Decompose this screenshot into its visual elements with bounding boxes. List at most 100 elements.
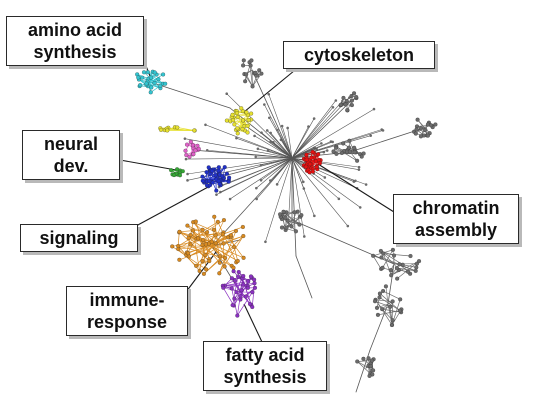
cluster-edge — [390, 260, 420, 276]
cluster-node — [213, 233, 218, 238]
cluster-node — [388, 268, 393, 273]
cluster-node — [352, 91, 357, 96]
pointer-fatty-acid-synthesis — [243, 303, 263, 343]
cluster-node — [285, 218, 290, 223]
cluster-node — [217, 260, 222, 265]
cluster-node — [240, 224, 245, 230]
cluster-node — [232, 244, 237, 250]
cluster-node — [361, 356, 366, 361]
network-node — [264, 240, 267, 244]
network-edge — [149, 81, 231, 109]
network-node — [302, 235, 306, 238]
cluster-edge — [381, 308, 393, 321]
cluster-node — [232, 122, 237, 127]
network-node — [268, 179, 272, 182]
cluster-node — [220, 232, 225, 237]
network-edge — [226, 93, 293, 159]
cluster-node — [244, 110, 249, 115]
cluster-edge — [177, 245, 226, 259]
cluster-edge — [218, 230, 237, 274]
cluster-node — [355, 359, 360, 364]
network-node — [186, 179, 189, 182]
cluster-node — [252, 281, 257, 286]
cluster-node — [231, 265, 236, 270]
cluster-node — [184, 152, 189, 158]
cluster-node — [239, 106, 244, 111]
cluster-node — [307, 170, 312, 175]
cluster-node — [207, 259, 212, 264]
cluster-node — [235, 258, 240, 264]
network-edge — [277, 129, 293, 159]
cluster-node — [367, 373, 372, 378]
cluster-edge — [177, 221, 219, 247]
cluster-node — [339, 150, 344, 155]
cluster-node — [209, 239, 214, 244]
network-edge — [291, 219, 395, 265]
cluster-edge — [252, 69, 260, 87]
cluster-node — [148, 75, 153, 80]
cluster-node — [245, 123, 250, 128]
cluster-node — [200, 227, 205, 232]
cluster-node — [241, 255, 246, 260]
network-edge — [229, 157, 293, 200]
cluster-node — [213, 173, 218, 178]
cluster-edge — [146, 74, 164, 86]
cluster-node — [221, 285, 226, 290]
cluster-node — [349, 98, 354, 103]
cluster-node — [249, 111, 254, 116]
cluster-node — [203, 242, 208, 247]
cluster-node — [383, 284, 388, 289]
cluster-node — [200, 174, 205, 179]
cluster-node — [170, 244, 175, 249]
cluster-node — [221, 218, 226, 223]
cluster-node — [145, 70, 150, 75]
cluster-node — [252, 277, 257, 282]
cluster-node — [278, 212, 283, 217]
cluster-node — [210, 169, 215, 174]
network-node — [225, 92, 229, 95]
cluster-node — [186, 235, 191, 240]
cluster-node — [204, 267, 209, 272]
network-edge — [260, 157, 293, 166]
cluster-node — [241, 282, 246, 287]
cluster-node — [397, 262, 402, 267]
cluster-edge — [381, 308, 402, 313]
network-node — [253, 134, 256, 138]
cluster-node — [241, 63, 246, 68]
cluster-node — [414, 265, 419, 270]
cluster-node — [197, 269, 202, 274]
cluster-node — [241, 234, 246, 239]
cluster-node — [380, 307, 385, 312]
network-edge — [287, 157, 293, 227]
cluster-node — [193, 219, 198, 224]
cluster-node — [304, 157, 309, 162]
cluster-node — [159, 127, 164, 132]
network-node — [255, 186, 258, 190]
cluster-node — [175, 125, 180, 130]
network-edge — [184, 138, 293, 159]
cluster-node — [177, 257, 182, 262]
cluster-edge — [190, 233, 224, 236]
cluster-node — [417, 259, 422, 264]
cluster-node — [149, 85, 154, 90]
cluster-node — [314, 165, 319, 170]
cluster-node — [148, 90, 153, 95]
cluster-edge — [179, 231, 213, 243]
cluster-node — [425, 133, 430, 138]
cluster-node — [234, 290, 239, 295]
cluster-node — [215, 219, 220, 224]
cluster-node — [230, 112, 235, 117]
cluster-node — [140, 75, 145, 80]
cluster-node — [369, 358, 374, 363]
network-edge — [185, 157, 293, 160]
cluster-node — [216, 179, 221, 184]
cluster-edge — [203, 246, 235, 275]
network-node — [358, 206, 362, 209]
cluster-node — [317, 161, 322, 166]
network-node — [346, 224, 350, 228]
label-cytoskeleton: cytoskeleton — [283, 41, 435, 69]
cluster-node — [233, 228, 238, 233]
network-node — [269, 131, 272, 135]
cluster-edge — [396, 267, 417, 272]
label-chromatin-assembly: chromatin assembly — [393, 194, 519, 244]
